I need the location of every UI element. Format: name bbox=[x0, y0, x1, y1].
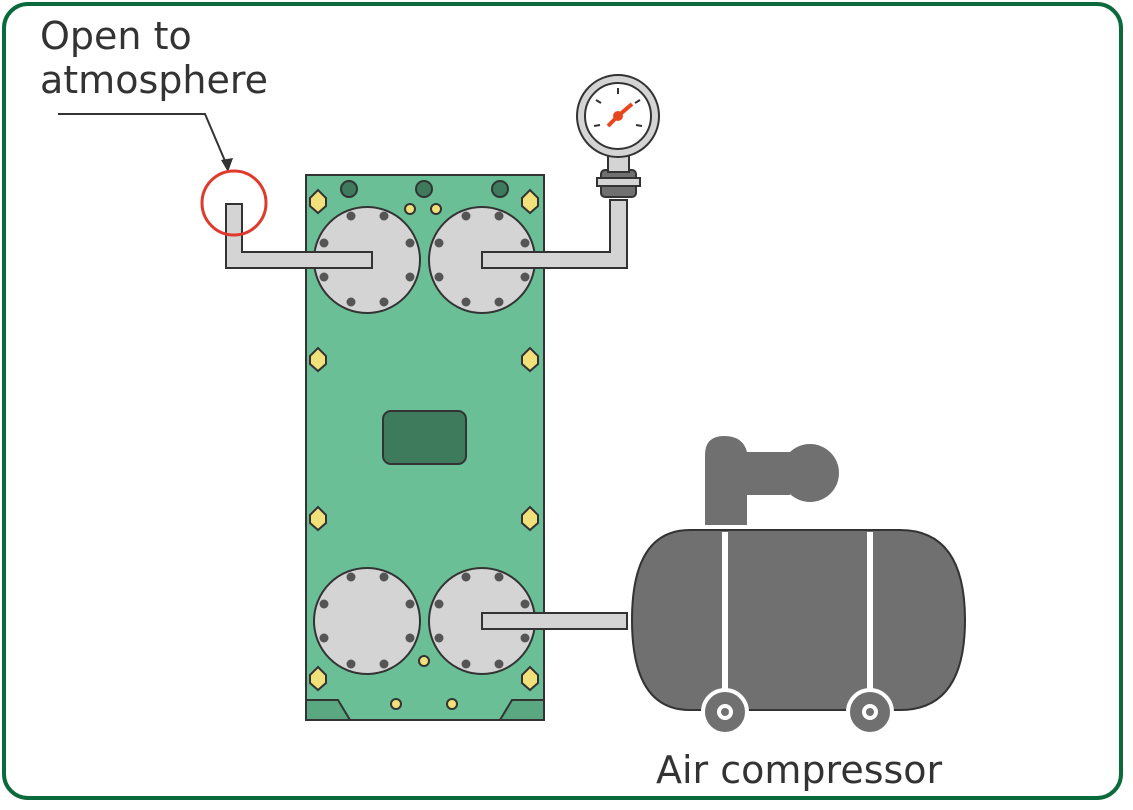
air-compressor-label: Air compressor bbox=[656, 748, 943, 792]
open-label-line1: Open to bbox=[40, 14, 192, 58]
open-end-highlight bbox=[200, 169, 268, 237]
gauge-pipe bbox=[481, 199, 628, 269]
open-to-atmosphere-label: Open to atmosphere bbox=[40, 14, 268, 102]
center-window bbox=[382, 410, 467, 465]
pressure-gauge-icon bbox=[576, 74, 660, 198]
compressor-pipe bbox=[481, 612, 628, 630]
air-compressor-icon bbox=[630, 436, 967, 736]
port-bottom-left bbox=[313, 567, 421, 675]
vent-pipe bbox=[225, 203, 373, 269]
leader-arrow bbox=[58, 113, 233, 172]
open-label-line2: atmosphere bbox=[40, 58, 268, 102]
